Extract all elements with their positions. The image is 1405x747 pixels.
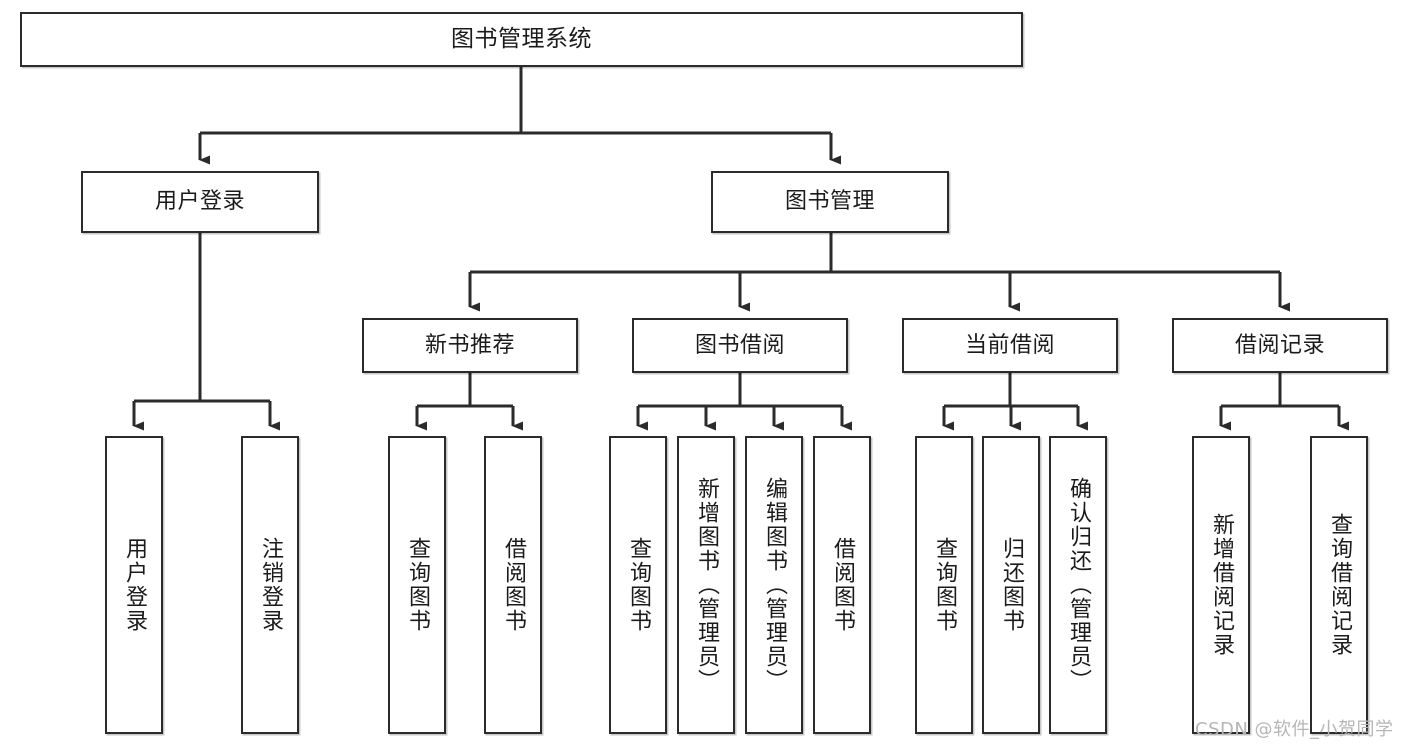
node-leaf-query-book-2-label: 查询图书 bbox=[625, 537, 651, 633]
node-leaf-borrow-book-2-label: 借阅图书 bbox=[829, 537, 855, 633]
node-book-manage[interactable]: 图书管理 bbox=[711, 171, 949, 233]
node-leaf-query-record-label: 查询借阅记录 bbox=[1326, 513, 1352, 657]
node-leaf-return-book-label: 归还图书 bbox=[998, 537, 1024, 633]
node-root-label: 图书管理系统 bbox=[451, 25, 592, 52]
node-leaf-borrow-book-1[interactable]: 借阅图书 bbox=[484, 436, 542, 734]
node-leaf-query-book-3-label: 查询图书 bbox=[931, 537, 957, 633]
node-current-borrow-label: 当前借阅 bbox=[964, 332, 1055, 358]
node-leaf-logout-label: 注销登录 bbox=[257, 537, 283, 633]
watermark: CSDN @软件_小贺同学 bbox=[1195, 719, 1394, 740]
node-book-borrow[interactable]: 图书借阅 bbox=[632, 318, 848, 373]
node-leaf-add-record-label: 新增借阅记录 bbox=[1208, 513, 1234, 657]
node-leaf-borrow-book-2[interactable]: 借阅图书 bbox=[813, 436, 871, 734]
node-borrow-record[interactable]: 借阅记录 bbox=[1172, 318, 1388, 373]
node-leaf-user-login-label: 用户登录 bbox=[121, 537, 147, 633]
node-leaf-user-login[interactable]: 用户登录 bbox=[105, 436, 163, 734]
node-leaf-add-book[interactable]: 新增图书（管理员） bbox=[677, 436, 735, 734]
node-user-login-label: 用户登录 bbox=[154, 189, 245, 215]
node-book-manage-label: 图书管理 bbox=[784, 189, 875, 215]
node-leaf-confirm-return[interactable]: 确认归还（管理员） bbox=[1049, 436, 1107, 734]
node-leaf-logout[interactable]: 注销登录 bbox=[241, 436, 299, 734]
node-leaf-query-record[interactable]: 查询借阅记录 bbox=[1310, 436, 1368, 734]
node-leaf-query-book-1-label: 查询图书 bbox=[404, 537, 430, 633]
node-leaf-add-book-label: 新增图书（管理员） bbox=[693, 477, 719, 693]
node-leaf-edit-book-label: 编辑图书（管理员） bbox=[761, 477, 787, 693]
node-leaf-return-book[interactable]: 归还图书 bbox=[982, 436, 1040, 734]
node-borrow-record-label: 借阅记录 bbox=[1234, 332, 1325, 358]
node-leaf-query-book-1[interactable]: 查询图书 bbox=[388, 436, 446, 734]
node-current-borrow[interactable]: 当前借阅 bbox=[902, 318, 1118, 373]
node-leaf-confirm-return-label: 确认归还（管理员） bbox=[1065, 477, 1091, 693]
node-new-book-rec-label: 新书推荐 bbox=[424, 332, 515, 358]
node-leaf-borrow-book-1-label: 借阅图书 bbox=[500, 537, 526, 633]
node-root[interactable]: 图书管理系统 bbox=[20, 12, 1023, 67]
node-user-login[interactable]: 用户登录 bbox=[81, 171, 319, 233]
node-leaf-query-book-3[interactable]: 查询图书 bbox=[915, 436, 973, 734]
node-leaf-add-record[interactable]: 新增借阅记录 bbox=[1192, 436, 1250, 734]
node-leaf-edit-book[interactable]: 编辑图书（管理员） bbox=[745, 436, 803, 734]
node-leaf-query-book-2[interactable]: 查询图书 bbox=[609, 436, 667, 734]
node-book-borrow-label: 图书借阅 bbox=[694, 332, 785, 358]
node-new-book-rec[interactable]: 新书推荐 bbox=[362, 318, 578, 373]
